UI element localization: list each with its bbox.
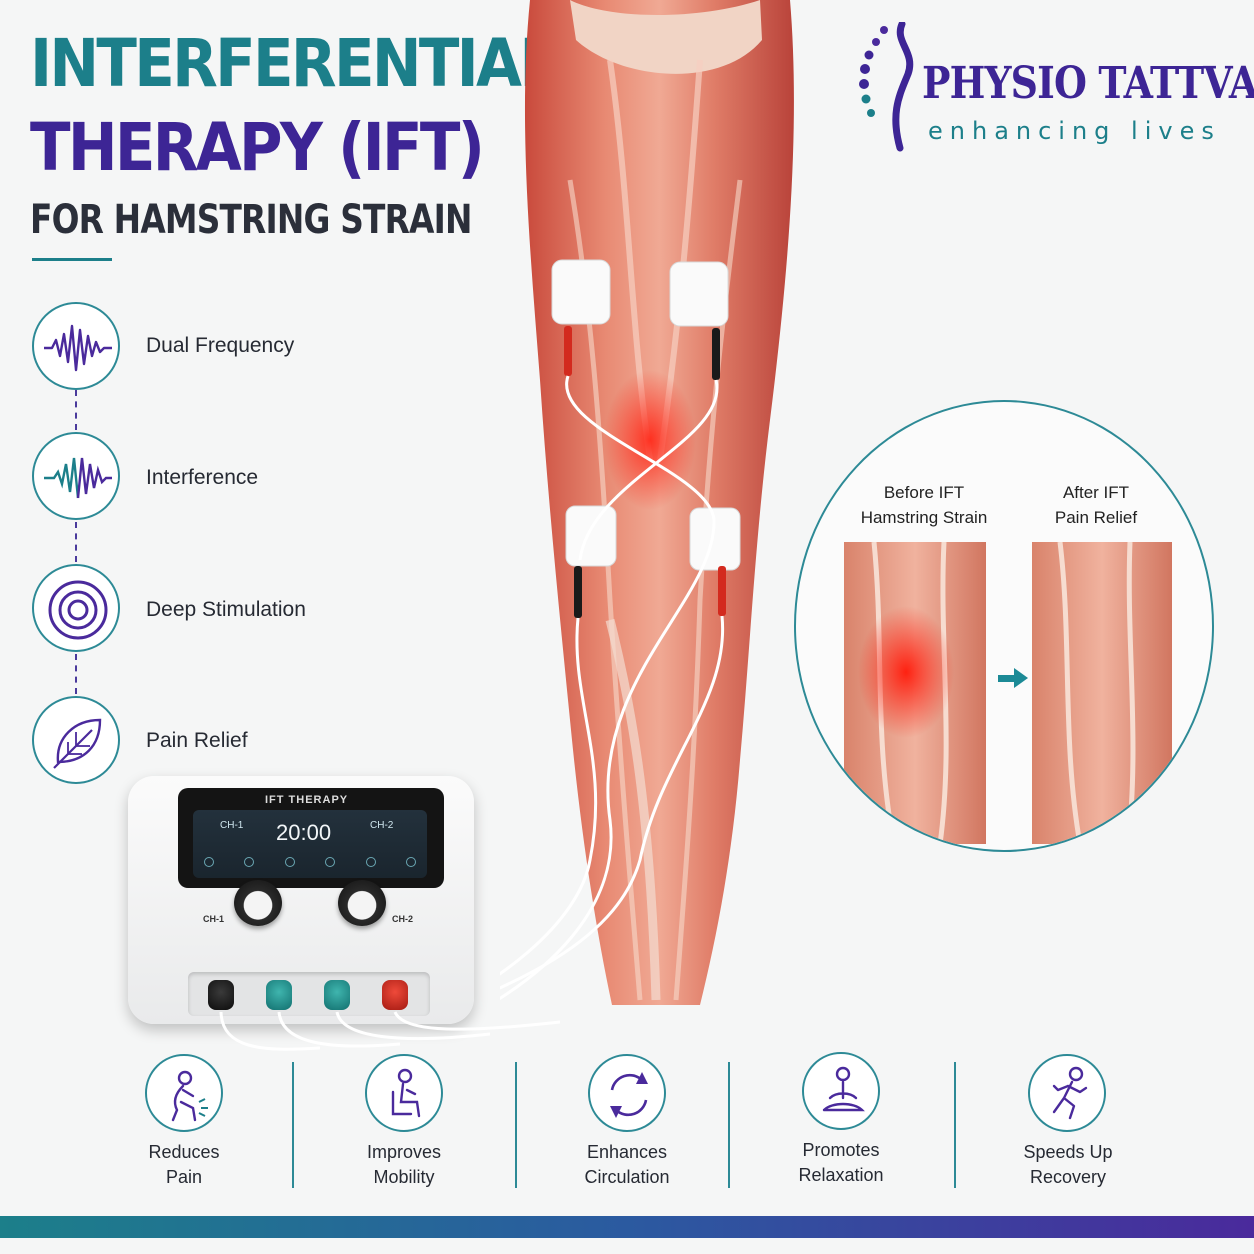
before-caption-line1: Before IFT [883, 483, 965, 502]
interference-wave-icon [32, 432, 120, 520]
logo-tagline: enhancing lives [928, 117, 1221, 145]
feature-label-interference: Interference [146, 466, 259, 489]
benefit-line: Speeds Up [1023, 1142, 1113, 1162]
timer-icon[interactable] [365, 857, 376, 867]
benefit-divider [515, 1062, 517, 1188]
teal-output-port-1[interactable] [266, 980, 292, 1010]
timer-display: 20:00 [276, 820, 332, 845]
benefit-divider [954, 1062, 956, 1188]
benefit-speeds-up-recovery: Speeds Up Recovery [988, 1140, 1148, 1190]
teal-output-port-2[interactable] [324, 980, 350, 1010]
display-ch2-label: CH-2 [370, 820, 394, 831]
leaf-icon [32, 696, 120, 784]
benefit-line: Relaxation [798, 1165, 884, 1185]
after-caption: After IFT Pain Relief [1036, 480, 1156, 530]
before-after-comparison [794, 400, 1214, 852]
arrow-right-icon [998, 668, 1028, 688]
circulation-arrows-icon [588, 1054, 666, 1132]
benefit-line: Promotes [802, 1140, 880, 1160]
program-icon[interactable] [284, 857, 295, 867]
title-line-1: INTERFERENTIAL [30, 25, 557, 102]
feature-connector [75, 390, 77, 430]
ch1-knob[interactable] [234, 880, 282, 926]
feature-label-dual-frequency: Dual Frequency [146, 334, 295, 357]
before-muscle-image [844, 542, 986, 844]
power-icon[interactable] [204, 857, 214, 867]
benefit-line: Improves [366, 1142, 442, 1162]
settings-icon[interactable] [405, 857, 416, 867]
after-caption-line2: Pain Relief [1054, 508, 1138, 527]
benefit-line: Enhances [586, 1142, 668, 1162]
display-icon-row [204, 852, 416, 870]
logo-name: PHYSIO TATTVA [922, 58, 1254, 109]
ch2-knob[interactable] [338, 880, 386, 926]
meditation-icon [802, 1052, 880, 1130]
benefit-line: Pain [165, 1167, 203, 1187]
device-display [193, 810, 427, 878]
benefit-line: Circulation [584, 1167, 670, 1187]
benefit-line: Mobility [373, 1167, 435, 1187]
display-ch1-label: CH-1 [220, 820, 244, 831]
title-line-2: THERAPY (IFT) [30, 109, 485, 186]
intensity-icon[interactable] [325, 857, 336, 867]
knob-ch2-label: CH-2 [392, 914, 414, 924]
subtitle: FOR HAMSTRING STRAIN [30, 197, 472, 243]
black-output-port[interactable] [208, 980, 234, 1010]
benefit-enhances-circulation: Enhances Circulation [547, 1140, 707, 1190]
after-caption-line1: After IFT [1062, 483, 1130, 502]
before-caption-line2: Hamstring Strain [860, 508, 988, 527]
benefit-promotes-relaxation: Promotes Relaxation [761, 1138, 921, 1188]
bottom-gradient-bar [0, 1216, 1254, 1238]
after-muscle-image [1032, 542, 1172, 844]
red-output-port[interactable] [382, 980, 408, 1010]
spine-logo-icon [859, 22, 914, 152]
benefit-divider [292, 1062, 294, 1188]
knob-ch1-label: CH-1 [203, 914, 225, 924]
feature-connector [75, 654, 77, 694]
feature-label-pain-relief: Pain Relief [146, 729, 248, 752]
benefit-line: Recovery [1029, 1167, 1107, 1187]
benefit-divider [728, 1062, 730, 1188]
waveform-icon [32, 302, 120, 390]
hamstring-leg-illustration [500, 0, 794, 1005]
feature-connector [75, 522, 77, 562]
seated-person-icon [365, 1054, 443, 1132]
device-label: IFT THERAPY [265, 794, 349, 806]
title-underline [32, 258, 112, 261]
benefit-line: Reduces [148, 1142, 220, 1162]
benefit-improves-mobility: Improves Mobility [324, 1140, 484, 1190]
before-caption: Before IFT Hamstring Strain [854, 480, 994, 530]
concentric-rings-icon [32, 564, 120, 652]
running-person-icon [1028, 1054, 1106, 1132]
mode-icon[interactable] [244, 857, 255, 867]
person-pain-icon [145, 1054, 223, 1132]
device-cables [219, 1011, 561, 1051]
feature-label-deep-stimulation: Deep Stimulation [146, 598, 306, 621]
benefit-reduces-pain: Reduces Pain [104, 1140, 264, 1190]
